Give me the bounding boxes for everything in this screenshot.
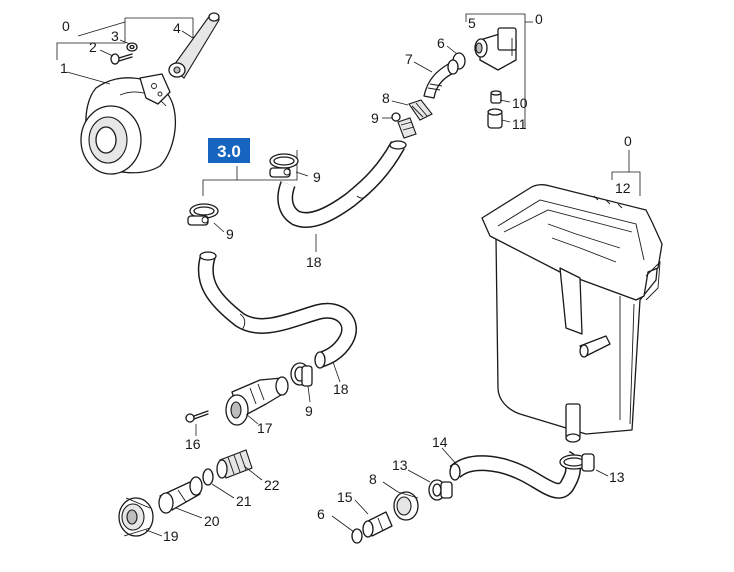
part-number-labels: 0 0 0 1 2 3 4 5 6 7 8 9 10 11 9 9 18 12 … bbox=[60, 11, 632, 544]
screw-coupling-icon bbox=[185, 410, 209, 423]
label-clamp-lower-left: 13 bbox=[392, 457, 408, 473]
label-coupling: 17 bbox=[257, 420, 273, 436]
label-valve-housing: 5 bbox=[468, 15, 476, 31]
label-group-top-left: 0 bbox=[62, 18, 70, 34]
label-oring-valve: 6 bbox=[437, 35, 445, 51]
group-bracket-top-right bbox=[465, 13, 533, 128]
clamp-lower-left-icon bbox=[428, 479, 453, 501]
group-bracket-tank bbox=[611, 150, 641, 196]
tank-icon bbox=[481, 184, 663, 443]
label-oring-adapter: 21 bbox=[236, 493, 252, 509]
label-group-top-right: 0 bbox=[535, 11, 543, 27]
group-bracket-section bbox=[202, 150, 298, 196]
leader-lines bbox=[66, 30, 609, 537]
clamp-upper-right-icon bbox=[269, 153, 299, 178]
adapter-icon bbox=[158, 476, 203, 514]
hose-lower bbox=[449, 450, 581, 499]
wheel-bracket bbox=[139, 73, 171, 105]
label-plug-cap: 11 bbox=[512, 116, 527, 132]
lever-icon bbox=[168, 12, 220, 79]
label-screw-coupling: 16 bbox=[185, 436, 201, 452]
label-nut-lower: 8 bbox=[369, 471, 377, 487]
label-hose-lower: 14 bbox=[432, 434, 448, 450]
plug-cap-icon bbox=[487, 108, 503, 129]
nut-upper-icon bbox=[408, 99, 433, 121]
clamp-lower-right-icon bbox=[559, 453, 595, 472]
clamp-upper-left-icon bbox=[187, 203, 219, 226]
hose-mid bbox=[197, 251, 357, 369]
section-badge-background bbox=[208, 138, 250, 163]
label-clamp-lower-right: 13 bbox=[609, 469, 625, 485]
section-badge-label: 3.0 bbox=[217, 142, 241, 161]
label-oring-lower: 6 bbox=[317, 506, 325, 522]
washer-icon bbox=[126, 42, 138, 52]
label-clamp-mid: 9 bbox=[305, 403, 313, 419]
strainer-icon bbox=[216, 449, 253, 479]
label-nipple: 15 bbox=[337, 489, 353, 505]
label-filter-insert: 9 bbox=[371, 110, 379, 126]
group-bracket-top-left bbox=[56, 17, 194, 60]
oring-adapter-icon bbox=[202, 468, 214, 486]
label-wheel: 1 bbox=[60, 60, 68, 76]
label-clamp-upper-right: 9 bbox=[313, 169, 321, 185]
plug-small-icon bbox=[490, 90, 502, 104]
label-lever: 4 bbox=[173, 20, 181, 36]
oring-lower-icon bbox=[351, 528, 363, 544]
label-elbow-fitting: 7 bbox=[405, 51, 413, 67]
coupling-icon bbox=[225, 376, 289, 426]
label-cap-nut: 19 bbox=[163, 528, 179, 544]
label-clamp-upper-left: 9 bbox=[226, 226, 234, 242]
clamp-mid-icon bbox=[290, 362, 313, 387]
label-group-tank: 0 bbox=[624, 133, 632, 149]
label-plug-small: 10 bbox=[512, 95, 528, 111]
nut-lower-icon bbox=[393, 491, 419, 521]
label-hose-mid: 18 bbox=[333, 381, 349, 397]
valve-housing-icon bbox=[474, 27, 517, 71]
nipple-icon bbox=[362, 511, 393, 538]
label-washer: 3 bbox=[111, 28, 119, 44]
label-strainer: 22 bbox=[264, 477, 280, 493]
hose-upper bbox=[277, 140, 407, 228]
label-adapter: 20 bbox=[204, 513, 220, 529]
filter-insert-icon bbox=[391, 112, 417, 139]
screw-wheel-icon bbox=[110, 53, 133, 65]
elbow-fitting-icon bbox=[423, 59, 459, 99]
label-tank: 12 bbox=[615, 180, 631, 196]
label-screw-wheel: 2 bbox=[89, 39, 97, 55]
label-hose-upper: 18 bbox=[306, 254, 322, 270]
label-nut-upper: 8 bbox=[382, 90, 390, 106]
cap-nut-icon bbox=[118, 497, 154, 537]
section-badge: 3.0 bbox=[208, 138, 250, 163]
